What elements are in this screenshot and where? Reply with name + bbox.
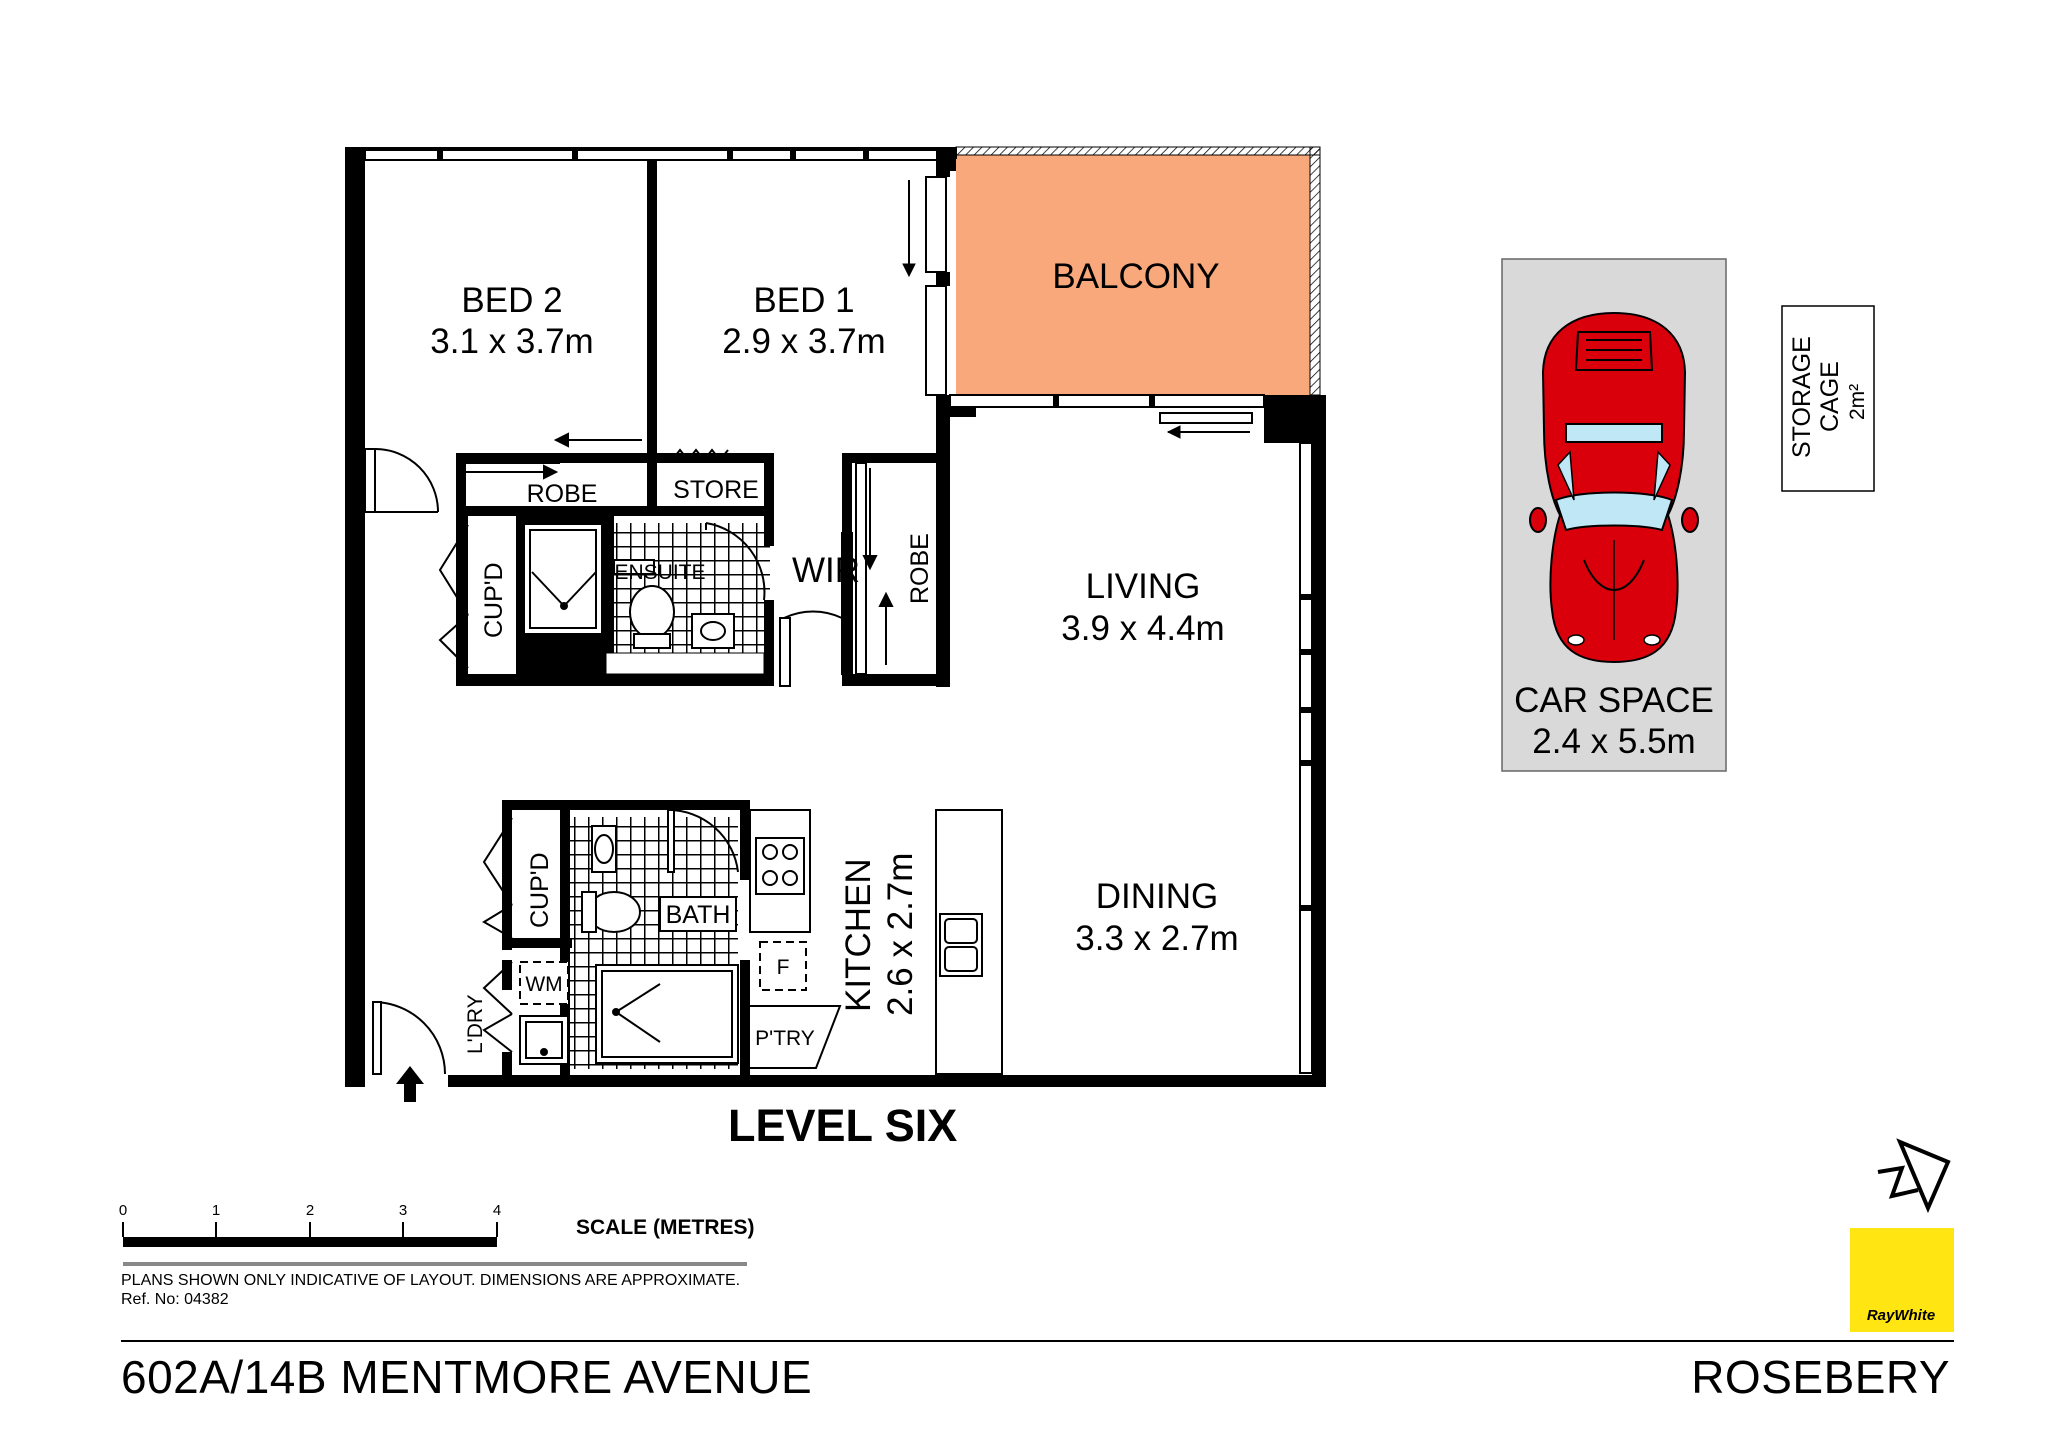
store-label: STORE [673,476,759,504]
scale-tick-4: 4 [493,1202,501,1219]
ensuite-label: ENSUITE [614,561,705,584]
ensuite-fixtures [523,523,735,649]
disclaimer-line1: PLANS SHOWN ONLY INDICATIVE OF LAYOUT. D… [121,1272,741,1289]
ensuite-vanity-strip [605,652,765,675]
laundry-fixtures [519,961,569,1065]
wir-robe-doors [841,462,894,675]
storage-line2: CAGE [1816,361,1844,432]
address: 602A/14B MENTMORE AVENUE [121,1351,813,1403]
balcony-doors [949,394,1265,439]
storage-line3: 2m² [1846,384,1869,420]
balcony-side-screen [1309,146,1321,396]
windows-top [364,149,938,161]
windows-right [1299,442,1313,1074]
bed1-name: BED 1 [753,281,854,320]
wm-label: WM [525,973,562,996]
storage-cage [1781,305,1875,492]
pantry-label: P'TRY [755,1027,815,1050]
bath-label: BATH [666,901,731,929]
scale-label: SCALE (METRES) [576,1216,755,1239]
raywhite-logo [1850,1228,1954,1332]
level-title: LEVEL SIX [728,1100,958,1151]
entry-arrow-icon [396,1066,424,1102]
disclaimer: PLANS SHOWN ONLY INDICATIVE OF LAYOUT. D… [121,1271,740,1309]
balcony-area [956,155,1310,395]
dining-name: DINING [1096,877,1219,916]
compass-north-icon [1877,1138,1951,1214]
car-icon [1529,311,1699,664]
fridge-label: F [777,956,790,979]
car-space-name: CAR SPACE [1514,681,1714,720]
robe-vertical-label: ROBE [906,533,934,604]
robe-label: ROBE [527,480,598,508]
cupboard-doors-bottom [482,817,513,1053]
cupboard-doors-top [438,524,469,669]
scale-tick-0: 0 [119,1202,127,1219]
scale-tick-3: 3 [399,1202,407,1219]
laundry-label: L'DRY [464,994,487,1054]
dining-size: 3.3 x 2.7m [1075,919,1238,958]
bath-fixtures [581,825,739,1064]
bed1-balcony-door [902,176,947,396]
raywhite-logo-text: RayWhite [1867,1307,1935,1324]
balcony-screen [955,146,1321,156]
disclaimer-ref: Ref. No: 04382 [121,1291,229,1308]
car-space-size: 2.4 x 5.5m [1532,722,1695,761]
wir-label: WIR [792,551,860,590]
balcony-name: BALCONY [1052,257,1219,296]
cupd-top-label: CUP'D [480,562,508,638]
suburb: ROSEBERY [1691,1351,1950,1403]
scale-tick-2: 2 [306,1202,314,1219]
kitchen-size: 2.6 x 2.7m [881,853,920,1016]
door-swings [364,448,843,1075]
scale-bar [122,1222,747,1266]
kitchen-name: KITCHEN [839,858,878,1012]
bed2-name: BED 2 [461,281,562,320]
living-name: LIVING [1086,567,1201,606]
cupd-bottom-label: CUP'D [526,852,554,928]
kitchen-fixtures [749,809,1003,1075]
storage-line1: STORAGE [1788,336,1816,458]
robe-doors [466,432,729,480]
bed1-size: 2.9 x 3.7m [722,322,885,361]
living-size: 3.9 x 4.4m [1061,609,1224,648]
scale-tick-1: 1 [212,1202,220,1219]
bed2-size: 3.1 x 3.7m [430,322,593,361]
